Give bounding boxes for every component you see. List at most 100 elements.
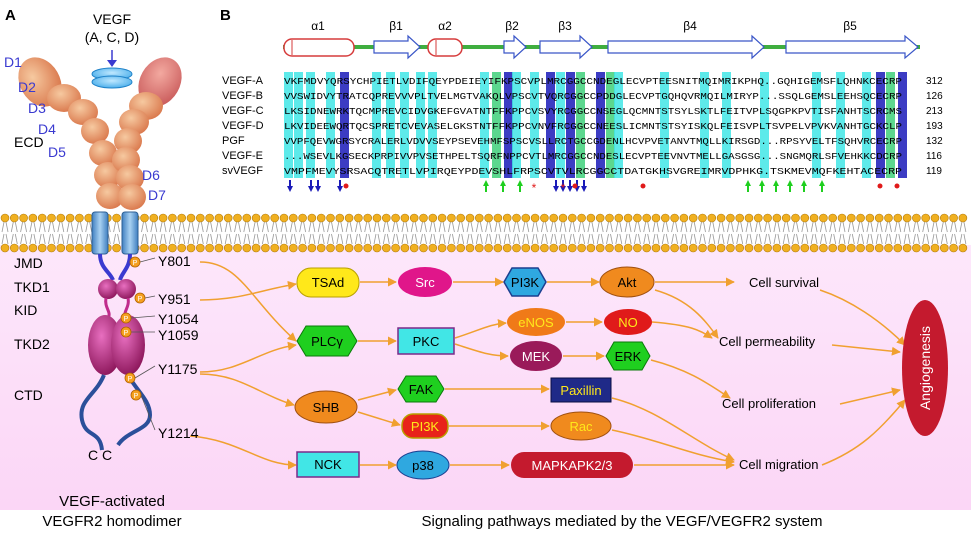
lipid-head (47, 243, 56, 253)
lipid-head (744, 213, 754, 223)
lipid-head (19, 243, 28, 253)
lipid-head (344, 213, 354, 223)
lipid-head (493, 243, 503, 253)
lipid-head (493, 213, 503, 223)
lipid-head (205, 243, 214, 253)
lipid-head (242, 243, 252, 253)
lipid-head (651, 213, 661, 223)
lipid-head (781, 213, 791, 223)
lipid-head (28, 213, 38, 223)
alignment-column (836, 72, 845, 178)
lipid-head (10, 243, 19, 253)
alignment-column (492, 72, 501, 178)
lipid-head (567, 243, 577, 253)
node-mek: MEK (522, 349, 551, 364)
lipid-head (56, 213, 66, 223)
node-erk: ERK (615, 349, 642, 364)
lipid-head (363, 213, 373, 223)
alignment-column (372, 72, 381, 178)
region-jmd: JMD (14, 255, 43, 271)
lipid-head (409, 243, 419, 253)
node-src: Src (415, 275, 435, 290)
lipid-head (186, 243, 196, 253)
lipid-head (846, 213, 856, 223)
lipid-head (846, 243, 856, 253)
lipid-head (837, 213, 847, 223)
lipid-head (474, 243, 484, 253)
lipid-head (735, 213, 745, 223)
ecd-d6-right (116, 165, 144, 191)
lipid-head (391, 243, 400, 253)
lipid-head (567, 213, 577, 223)
blue-marker (567, 180, 573, 192)
lipid-head (809, 213, 819, 223)
alignment-column (400, 72, 409, 178)
lipid-head (288, 243, 298, 253)
lipid-head (474, 213, 484, 223)
blue-marker (315, 180, 321, 192)
signal-arrow (199, 373, 295, 408)
lipid-head (902, 213, 912, 223)
node-nck: NCK (314, 457, 342, 472)
tkd2-right (111, 315, 145, 375)
alignment-column (546, 72, 555, 178)
blue-marker (308, 180, 314, 192)
lipid-head (223, 243, 233, 253)
green-marker (819, 180, 825, 192)
struct-b5: β5 (843, 19, 857, 33)
lipid-head (140, 213, 149, 223)
lipid-head (465, 243, 475, 253)
alignment-column (722, 72, 731, 178)
lipid-head (0, 243, 10, 253)
phospho-label: P (128, 376, 133, 383)
node-shb-shape (294, 390, 358, 424)
lipid-head (400, 213, 410, 223)
lipid-head (75, 213, 84, 223)
node-src-shape (398, 267, 452, 297)
signal-arrow (199, 341, 297, 373)
alignment-column (428, 72, 437, 178)
node-mapkapk-shape (511, 452, 633, 478)
signal-arrow (454, 319, 507, 339)
lipid-head (112, 213, 121, 223)
struct-b3: β3 (558, 19, 572, 33)
alignment-column (614, 72, 623, 178)
lipid-head (140, 243, 149, 253)
red-marker (894, 183, 900, 189)
node-paxillin: Paxillin (560, 383, 601, 398)
lipid-head (502, 213, 512, 223)
lipid-head (326, 243, 335, 253)
lipid-head (540, 213, 549, 223)
node-mek-shape (510, 341, 562, 371)
site-y801: Y801 (158, 253, 191, 269)
lipid-head (595, 213, 605, 223)
alignment-column (556, 72, 565, 178)
lipid-head (949, 213, 958, 223)
node-rac: Rac (569, 419, 593, 434)
alignment-column (512, 72, 521, 178)
phospho-site (120, 312, 132, 324)
lipid-head (660, 213, 670, 223)
lipid-head (251, 243, 261, 253)
alignment-column (898, 72, 907, 178)
signal-arrow (651, 321, 713, 339)
lipid-head (37, 243, 47, 253)
node-nck-shape (296, 451, 360, 478)
lipid-head (112, 243, 121, 253)
struct-b2: β2 (505, 19, 519, 33)
sequence-residues: VKFMDVYQRSYCHPIETLVDIFQEYPDEIEYIFKPSCVPL… (284, 77, 902, 87)
lipid-head (549, 243, 559, 253)
lipid-head (149, 243, 159, 253)
alignment-column (566, 72, 575, 178)
site-y1059: Y1059 (158, 327, 199, 343)
phospho-label: P (124, 330, 129, 337)
red-asterisk: * (561, 181, 566, 195)
struct-a2: α2 (438, 19, 452, 33)
sequence-number: 119 (926, 166, 942, 177)
lipid-head (930, 243, 940, 253)
sequence-residues: VVSWIDVYTRATCQPREVVVPLTVELMGTVAKQLVPSCVT… (284, 92, 902, 102)
lipid-head (372, 213, 382, 223)
lipid-head (456, 243, 466, 253)
lipid-head (261, 243, 270, 253)
